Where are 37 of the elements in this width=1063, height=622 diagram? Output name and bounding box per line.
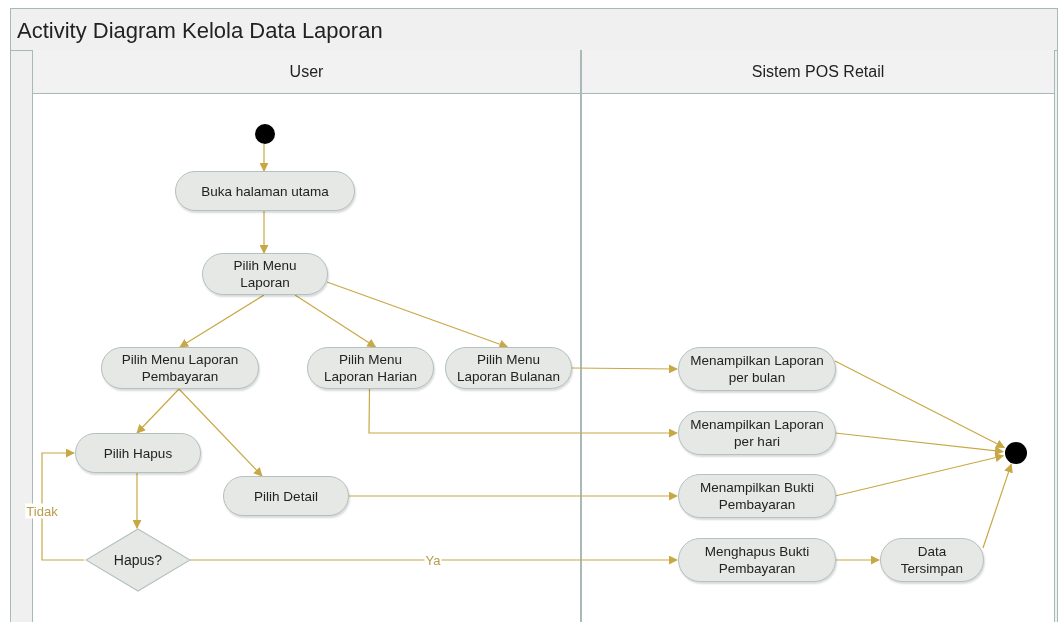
arrow [982,463,1013,549]
arrow [259,210,269,254]
action-node: Pilih Detail [223,476,349,516]
action-node: Pilih Menu Laporan [202,253,328,295]
action-node: Menampilkan Bukti Pembayaran [678,474,836,518]
arrow [294,294,377,348]
action-node: Data Tersimpan [880,538,984,582]
arrow [368,388,678,438]
arrow [347,491,678,501]
action-node: Pilih Menu Laporan Pembayaran [101,347,259,389]
arrow [132,472,142,529]
arrow [834,555,880,565]
action-node: Pilih Menu Laporan Harian [307,347,434,389]
action-node: Pilih Hapus [75,433,201,473]
edge-label: Tidak [25,503,59,519]
arrow [179,294,265,348]
action-node: Menampilkan Laporan per hari [678,411,836,455]
action-node: Menampilkan Laporan per bulan [678,347,836,391]
arrow [136,388,180,434]
swimlane [581,50,1055,622]
arrow [326,281,509,349]
arrow [41,448,85,561]
arrow [189,555,678,565]
arrow [178,388,263,477]
arrow [570,364,678,374]
lane-header: Sistem POS Retail [582,50,1054,94]
arrow [834,453,1005,497]
arrow [834,360,1006,449]
action-node: Menghapus Bukti Pembayaran [678,538,836,582]
decision-label: Hapus? [113,550,163,570]
decision-diamond [85,528,191,592]
arrow [834,432,1004,456]
action-node: Pilih Menu Laporan Bulanan [445,347,572,389]
lane-header: User [33,50,580,94]
arrow [259,143,269,172]
action-node: Buka halaman utama [175,171,355,211]
diagram-title: Activity Diagram Kelola Data Laporan [17,17,383,45]
